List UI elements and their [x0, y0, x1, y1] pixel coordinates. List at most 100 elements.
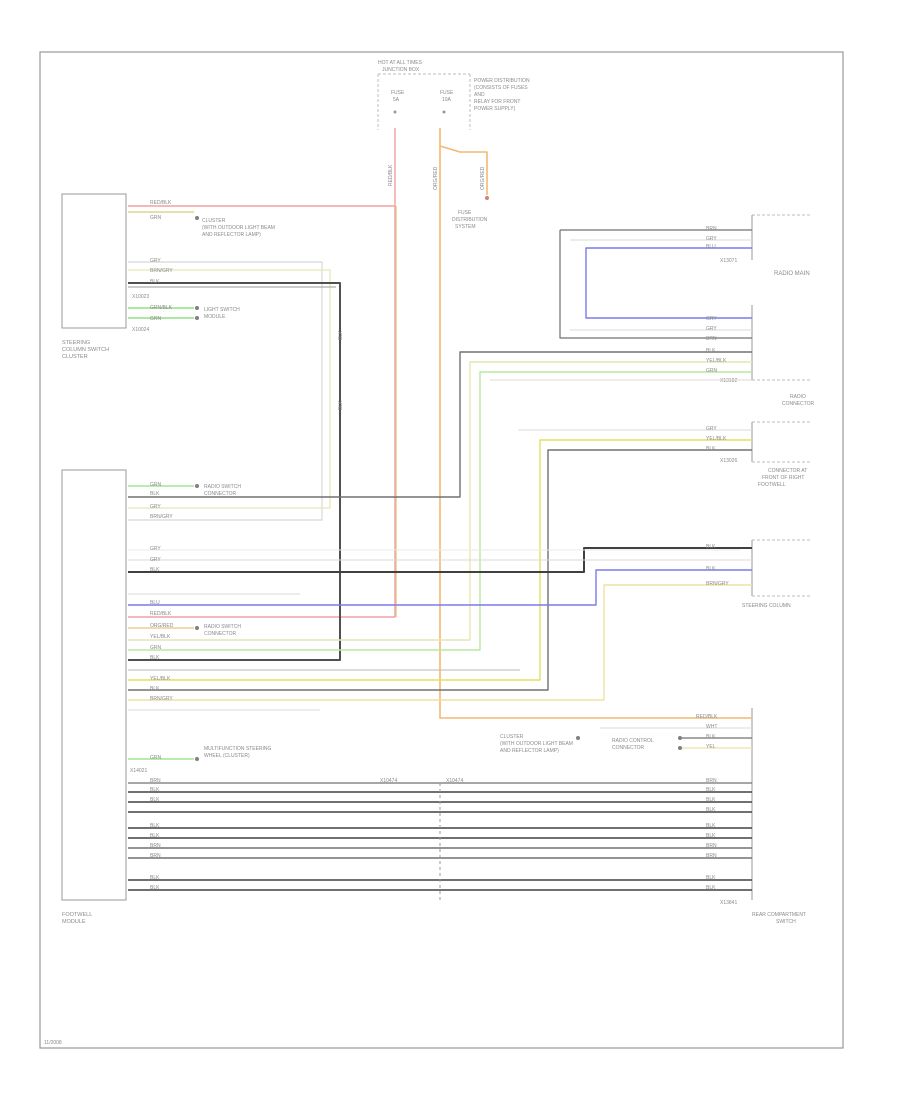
splice-1: X10474: [380, 778, 397, 784]
svg-text:GRN: GRN: [150, 316, 162, 322]
svg-text:GRY: GRY: [706, 316, 717, 322]
fuse-1-value: 5A: [393, 97, 400, 103]
svg-text:BLK: BLK: [706, 787, 716, 793]
wire-black-thick: [128, 282, 341, 661]
footwell-module: FOOTWELL MODULE X14021: [61, 469, 147, 925]
svg-text:BLK: BLK: [150, 833, 160, 839]
svg-text:BLK: BLK: [706, 833, 716, 839]
svg-text:GRN: GRN: [150, 645, 162, 651]
svg-text:CLUSTER: CLUSTER: [500, 734, 524, 740]
svg-text:X13071: X13071: [720, 258, 737, 264]
svg-text:BRN: BRN: [706, 226, 717, 232]
svg-text:BLK: BLK: [706, 544, 716, 550]
svg-text:BRN/GRY: BRN/GRY: [150, 514, 173, 520]
svg-text:RADIO SWITCH: RADIO SWITCH: [204, 624, 241, 630]
svg-text:GRN/BLK: GRN/BLK: [150, 305, 173, 311]
svg-text:GRN: GRN: [150, 755, 162, 761]
svg-text:YEL/BLK: YEL/BLK: [150, 676, 171, 682]
svg-text:CONNECTOR: CONNECTOR: [612, 745, 645, 751]
fuse-box: HOT AT ALL TIMES JUNCTION BOX FUSE 5A FU…: [377, 60, 471, 130]
svg-text:GRN: GRN: [150, 482, 162, 488]
svg-text:BRN: BRN: [706, 843, 717, 849]
footwell-connector-module: CONNECTOR AT FRONT OF RIGHT FOOTWELL X13…: [720, 421, 812, 488]
wire-blue-steering: [128, 569, 752, 606]
svg-text:GRY: GRY: [150, 258, 161, 264]
svg-text:YEL/BLK: YEL/BLK: [706, 436, 727, 442]
svg-text:GRY: GRY: [706, 426, 717, 432]
svg-text:BLU: BLU: [150, 600, 160, 606]
svg-text:STEERING: STEERING: [62, 340, 90, 346]
wire-orange-fuse2: [439, 128, 752, 719]
svg-text:GRY: GRY: [706, 326, 717, 332]
wire-orange-fuse-branch: [439, 145, 488, 195]
svg-text:X10023: X10023: [132, 294, 149, 300]
svg-text:BLU: BLU: [706, 244, 716, 250]
fuse-2-value: 10A: [442, 97, 452, 103]
svg-text:BRN: BRN: [706, 853, 717, 859]
svg-text:CLUSTER: CLUSTER: [202, 218, 226, 224]
svg-text:FOOTWELL: FOOTWELL: [758, 482, 786, 488]
svg-text:BRN/GRY: BRN/GRY: [150, 268, 173, 274]
radio-main-module: RADIO MAIN X13071: [720, 214, 812, 381]
wire-red-fuse1-down: [128, 206, 396, 618]
svg-text:BLK: BLK: [150, 875, 160, 881]
svg-text:X14021: X14021: [130, 768, 147, 774]
svg-text:RED/BLK: RED/BLK: [150, 200, 172, 206]
svg-text:CONNECTOR: CONNECTOR: [204, 491, 237, 497]
svg-text:POWER SUPPLY): POWER SUPPLY): [474, 106, 516, 112]
svg-text:YEL: YEL: [706, 744, 716, 750]
svg-text:BLK: BLK: [706, 734, 716, 740]
svg-text:BLK: BLK: [150, 655, 160, 661]
svg-text:(WITH OUTDOOR LIGHT BEAM: (WITH OUTDOOR LIGHT BEAM: [202, 225, 275, 231]
svg-text:SWITCH: SWITCH: [776, 919, 796, 925]
power-distribution-label: POWER DISTRIBUTION (CONSISTS OF FUSES AN…: [474, 78, 530, 112]
svg-text:RADIO MAIN: RADIO MAIN: [774, 271, 810, 277]
steering-column-switch-cluster: STEERING COLUMN SWITCH CLUSTER X10023 X1…: [61, 193, 149, 360]
notes: CLUSTER (WITH OUTDOOR LIGHT BEAM AND REF…: [195, 216, 682, 784]
svg-text:ORG/RED: ORG/RED: [480, 166, 486, 190]
svg-text:BLK: BLK: [150, 823, 160, 829]
svg-text:(CONSISTS OF FUSES: (CONSISTS OF FUSES: [474, 85, 528, 91]
svg-text:X13026: X13026: [720, 458, 737, 464]
svg-text:FUSE: FUSE: [458, 210, 472, 216]
svg-text:COLUMN SWITCH: COLUMN SWITCH: [62, 347, 109, 353]
svg-text:BRN: BRN: [706, 778, 717, 784]
svg-text:LIGHT SWITCH: LIGHT SWITCH: [204, 307, 240, 313]
wires: [128, 128, 752, 900]
svg-text:RED/BLK: RED/BLK: [388, 164, 394, 186]
svg-text:GRY: GRY: [150, 557, 161, 563]
svg-text:FRONT OF RIGHT: FRONT OF RIGHT: [762, 475, 804, 481]
svg-text:WHT: WHT: [706, 724, 717, 730]
svg-text:BRN: BRN: [150, 843, 161, 849]
rear-compartment-switch-module: REAR COMPARTMENT SWITCH X13841: [720, 708, 806, 925]
svg-text:RADIO CONTROL: RADIO CONTROL: [612, 738, 654, 744]
svg-text:MODULE: MODULE: [62, 919, 86, 925]
svg-text:GRY: GRY: [150, 546, 161, 552]
svg-text:YEL/BLK: YEL/BLK: [150, 634, 171, 640]
svg-text:ORG/RED: ORG/RED: [150, 623, 174, 629]
svg-text:BLK: BLK: [150, 491, 160, 497]
svg-text:YEL/BLK: YEL/BLK: [706, 358, 727, 364]
svg-text:X10024: X10024: [132, 327, 149, 333]
svg-text:(WITH OUTDOOR LIGHT BEAM: (WITH OUTDOOR LIGHT BEAM: [500, 741, 573, 747]
svg-text:CLUSTER: CLUSTER: [62, 354, 88, 360]
svg-text:BLK: BLK: [150, 797, 160, 803]
svg-text:BLK: BLK: [150, 567, 160, 573]
svg-text:FOOTWELL: FOOTWELL: [62, 912, 92, 918]
svg-text:RADIO SWITCH: RADIO SWITCH: [204, 484, 241, 490]
svg-text:RADIO: RADIO: [790, 394, 806, 400]
svg-text:BLK: BLK: [706, 566, 716, 572]
svg-text:DISTRIBUTION: DISTRIBUTION: [452, 217, 488, 223]
svg-text:REAR COMPARTMENT: REAR COMPARTMENT: [752, 912, 806, 918]
svg-text:BRN: BRN: [706, 336, 717, 342]
svg-text:CONNECTOR: CONNECTOR: [204, 631, 237, 637]
svg-text:BRN/GRY: BRN/GRY: [150, 696, 173, 702]
svg-text:CONNECTOR AT: CONNECTOR AT: [768, 468, 807, 474]
svg-text:BLK: BLK: [338, 400, 344, 410]
svg-text:BLK: BLK: [706, 807, 716, 813]
svg-text:X13182: X13182: [720, 378, 737, 384]
svg-text:BLK: BLK: [150, 279, 160, 285]
fuse-box-title-2: JUNCTION BOX: [382, 67, 420, 73]
svg-text:BLK: BLK: [706, 885, 716, 891]
svg-text:BLK: BLK: [150, 686, 160, 692]
